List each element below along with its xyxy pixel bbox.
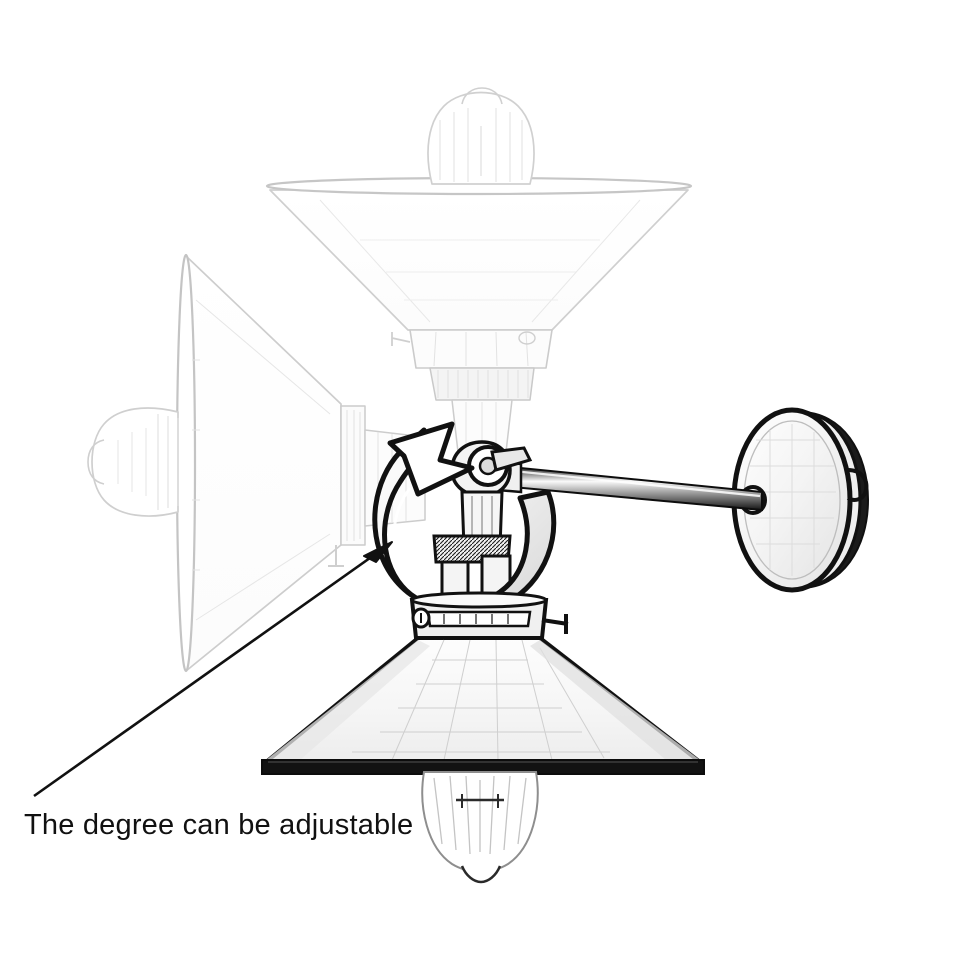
ghost-side-thumbscrew: [328, 545, 344, 567]
shade-down-collar-detail: [443, 614, 509, 624]
shade-down-group: [261, 591, 705, 884]
bulb-down: [421, 771, 539, 884]
pointer-arrow-head: [363, 541, 393, 563]
bulb-down-tip: [460, 865, 502, 884]
rotation-arrow-head: [387, 421, 475, 497]
pointer-arrow-shaft: [33, 546, 385, 798]
ghost-side-collar: [340, 405, 366, 546]
ghost-side-bulb: [87, 407, 179, 517]
support-arm-highlight: [502, 468, 761, 498]
joint-lever: [490, 446, 533, 472]
rotation-arrow-highlight: [392, 487, 412, 573]
shade-down-shade-left: [266, 640, 430, 760]
wall-plate-tab: [846, 468, 869, 502]
shade-down-rim: [261, 759, 705, 775]
caption-pointer-arrow: [33, 541, 393, 798]
swivel-joint-group: [432, 440, 533, 608]
shade-down-collar-top: [410, 591, 548, 609]
shade-down-texture: [352, 639, 610, 761]
ghost-side-shade-rim: [175, 253, 197, 673]
bulb-down-filament-posts: [461, 794, 499, 808]
ghost-up-bulb: [427, 87, 535, 185]
ghost-up-thumbscrew-left: [391, 332, 411, 346]
shade-down-thumbscrew-right: [541, 614, 569, 634]
shade-down-thumbscrew-left: [411, 607, 431, 629]
shade-ghost-sideways-group: [87, 253, 426, 673]
bulb-down-filament-lines: [433, 775, 527, 855]
shade-ghost-upward-group: [265, 87, 693, 453]
ghost-up-collar: [409, 329, 553, 369]
shade-down-shade-right: [530, 640, 700, 760]
wall-plate-texture: [748, 424, 836, 576]
ghost-up-thumbscrew-right: [518, 331, 536, 345]
